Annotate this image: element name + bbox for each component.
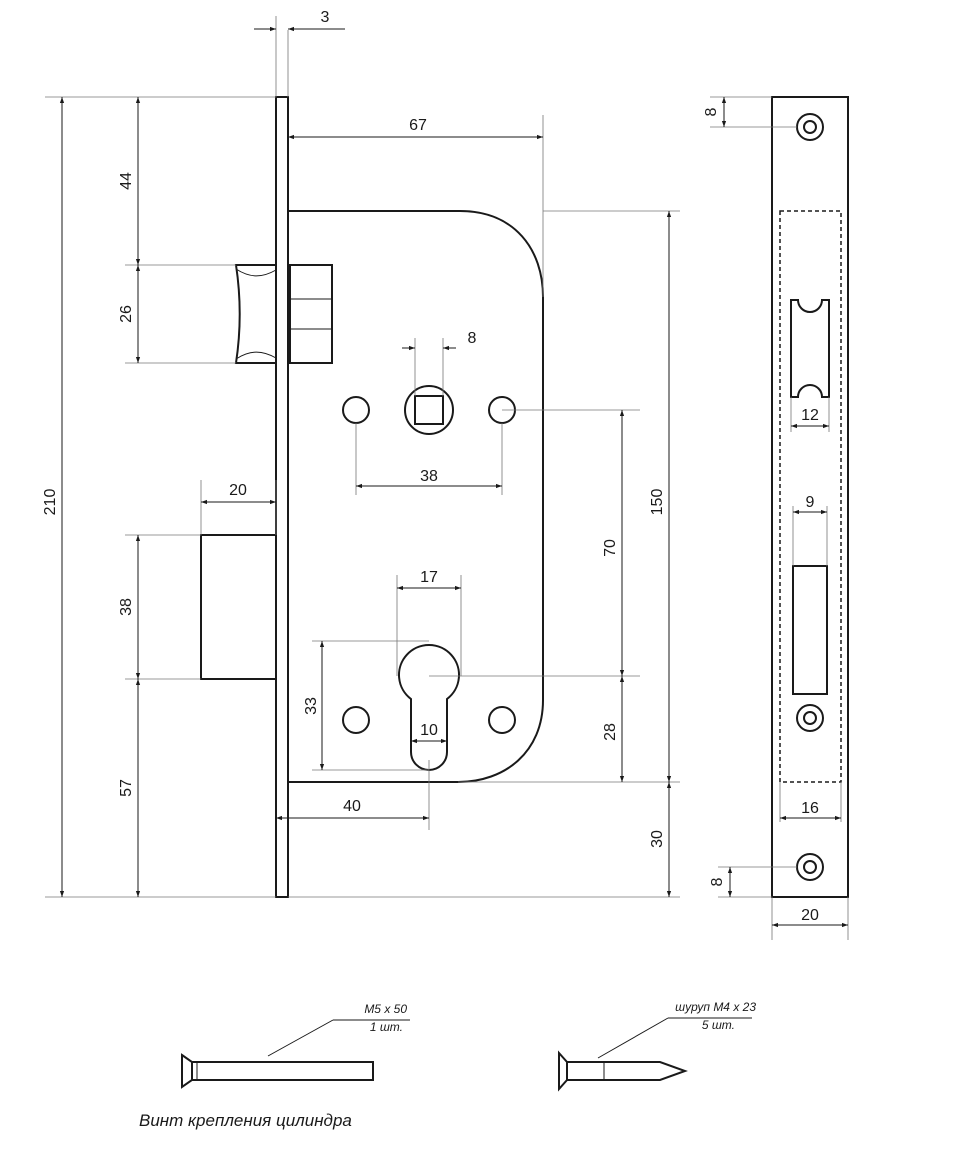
dim-body-to-plate-bottom: 30 [649, 830, 666, 848]
dim-cylinder-slot: 10 [420, 722, 438, 739]
dim-bolt-throw: 20 [229, 482, 247, 499]
dim-body-height: 150 [649, 489, 666, 516]
dim-plate-hole-bottom: 8 [709, 877, 726, 886]
lock-front-view [200, 96, 544, 898]
dim-center-distance: 70 [602, 539, 619, 557]
bolt-slot [792, 565, 828, 695]
cylinder-screw-spec: M5 x 50 [364, 1002, 407, 1016]
dim-cylinder-height: 33 [303, 697, 320, 715]
cylinder-screw-qty: 1 шт. [370, 1020, 403, 1034]
dead-bolt [200, 534, 277, 680]
strike-plate-view [771, 96, 849, 898]
dim-bolt-height: 38 [118, 598, 135, 616]
dim-backset: 40 [343, 798, 361, 815]
wood-screw-qty: 5 шт. [702, 1018, 735, 1032]
dim-cylinder-width: 17 [420, 569, 438, 586]
dim-recess-width: 16 [801, 800, 819, 817]
latch-bolt [234, 264, 333, 364]
strike-plate [771, 96, 849, 898]
spindle-hub [404, 385, 454, 435]
dim-total-height: 210 [42, 489, 59, 516]
dim-body-depth: 67 [409, 117, 427, 134]
extension-lines [45, 16, 680, 898]
fixing-hole-bottom-left [342, 706, 370, 734]
dim-plate-width: 20 [801, 907, 819, 924]
dim-bolt-to-bottom: 57 [118, 779, 135, 797]
strike-dimension-labels: 8 8 20 16 12 9 [703, 107, 819, 924]
wood-screw-spec: шуруп М4 x 23 [675, 1000, 756, 1014]
wood-screw: шуруп М4 x 23 5 шт. [558, 1000, 756, 1092]
strike-dimension-lines [710, 96, 849, 940]
faceplate [275, 96, 289, 898]
strike-hole-middle [796, 704, 824, 732]
dim-faceplate-thickness: 3 [321, 9, 330, 26]
cylinder-screw: M5 x 50 1 шт. [181, 1002, 410, 1089]
dim-plate-hole-top: 8 [703, 107, 720, 116]
fixing-hole-bottom-right [488, 706, 516, 734]
dim-latch-slot-width: 12 [801, 407, 819, 424]
dim-bolt-slot-width: 9 [806, 494, 815, 511]
dim-spindle: 8 [468, 330, 477, 347]
caption: Винт крепления цилиндра [139, 1111, 352, 1130]
dim-top-to-latch: 44 [118, 172, 135, 190]
dimension-lines [59, 26, 672, 897]
dim-cylinder-to-body-bottom: 28 [602, 723, 619, 741]
dimension-labels: 3 67 44 26 210 8 38 20 38 57 150 70 28 3… [42, 9, 666, 848]
lock-case [287, 210, 544, 783]
strike-recess [779, 210, 842, 783]
dim-latch-height: 26 [118, 305, 135, 323]
dim-fixing-spacing: 38 [420, 468, 438, 485]
